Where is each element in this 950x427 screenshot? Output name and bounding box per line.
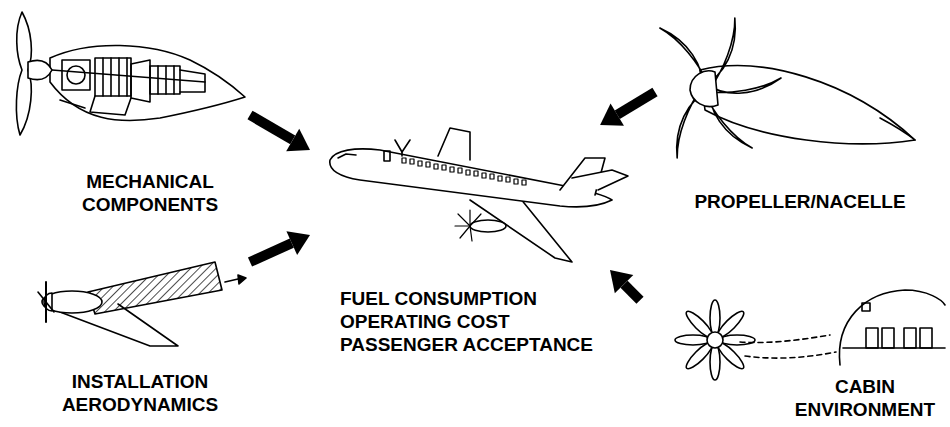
cabin-illustration <box>675 290 945 380</box>
aircraft-illustration <box>330 128 628 262</box>
caption-label: CABIN ENVIRONMENT <box>785 375 945 421</box>
outcome-group: FUEL CONSUMPTION OPERATING COST PASSENGE… <box>310 125 610 365</box>
caption-label: PROPELLER/NACELLE <box>655 190 945 213</box>
caption-label: INSTALLATION AERODYNAMICS <box>40 370 240 416</box>
arrow-head <box>286 129 310 151</box>
flow-arrow <box>600 92 655 126</box>
arrow-shaft <box>250 115 293 140</box>
component-group: CABIN ENVIRONMENT <box>640 285 945 423</box>
arrow-shaft <box>617 92 655 115</box>
caption-label: MECHANICAL COMPONENTS <box>55 170 245 216</box>
arrow-shaft <box>250 243 292 262</box>
flow-arrow <box>250 231 310 262</box>
mechanical-illustration <box>16 12 245 135</box>
propfan-illustration <box>660 18 915 158</box>
component-group: INSTALLATION AERODYNAMICS <box>30 250 250 422</box>
component-group: PROPELLER/NACELLE <box>655 5 945 220</box>
installation-illustration <box>38 262 246 346</box>
arrow-shaft <box>624 284 640 300</box>
arrow-head <box>286 231 310 255</box>
component-group: MECHANICAL COMPONENTS <box>0 5 250 230</box>
arrow-head <box>610 270 633 293</box>
caption-label: FUEL CONSUMPTION OPERATING COST PASSENGE… <box>340 287 610 356</box>
flow-arrow <box>250 115 310 151</box>
flow-arrow <box>610 270 640 300</box>
arrow-head <box>600 104 624 126</box>
